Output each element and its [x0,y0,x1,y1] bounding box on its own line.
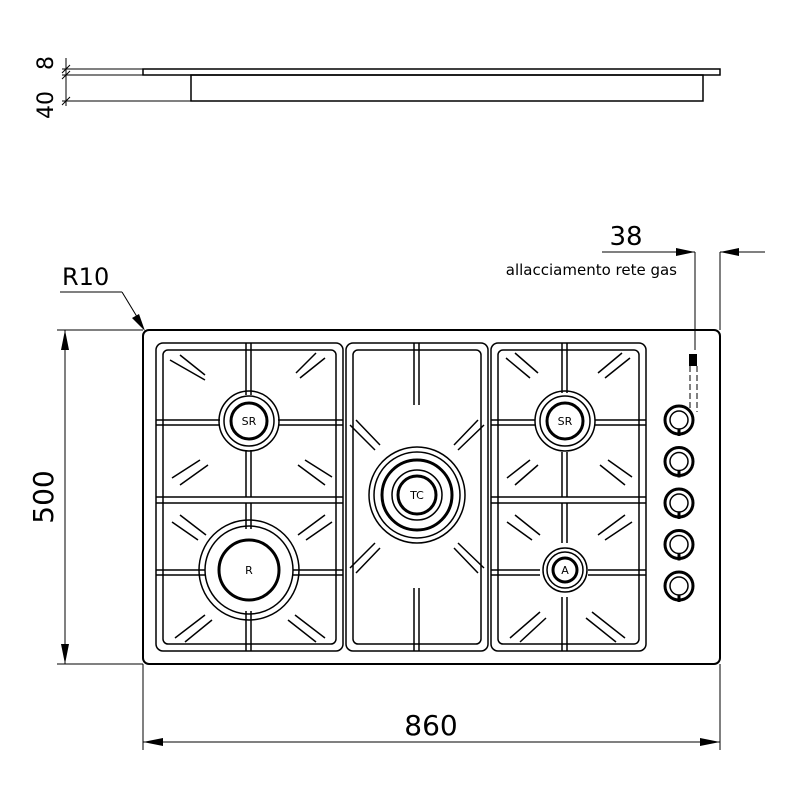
burner-top-left: SR [218,390,280,452]
side-view [142,68,721,102]
gas-connection-label: allacciamento rete gas [506,261,677,279]
burner-label-top-left: SR [242,415,257,428]
burner-label-bottom-right: A [561,564,569,577]
control-knob [663,446,695,478]
control-knobs [663,404,695,602]
dimension-gas-offset: 38 [609,222,642,252]
gas-connection-marker [689,354,698,412]
arrowhead [676,248,695,256]
dimension-width: 860 [404,709,457,742]
control-knob [663,529,695,561]
depth-dimension [57,329,143,665]
control-knob [663,487,695,519]
burner-label-top-right: SR [558,415,573,428]
corner-radius-leader [60,291,143,326]
center-pan-support [345,342,489,652]
dimension-corner-radius: R10 [62,263,109,291]
hob-outline [142,329,721,665]
control-knob [663,404,695,436]
side-top-plate [142,68,721,76]
dimension-depth: 500 [27,470,60,523]
side-body [190,74,704,102]
burner-center: TC [368,446,466,544]
dimension-body-depth: 40 [34,91,59,119]
burner-label-center: TC [409,489,424,502]
burner-label-bottom-left: R [245,564,253,577]
width-dimension [142,664,721,750]
burner-bottom-left: R [198,519,300,621]
arrowhead [700,738,720,746]
arrowhead [720,248,739,256]
burner-bottom-right: A [542,547,588,593]
control-knob [663,570,695,602]
arrowhead [132,314,145,331]
arrowhead [61,644,69,664]
left-pan-support [155,342,344,652]
dimension-top-thickness: 8 [34,56,59,70]
right-pan-support [490,342,647,652]
side-dimension-lines [61,58,191,106]
arrowhead [61,330,69,350]
burner-top-right: SR [534,390,596,452]
arrowhead [143,738,163,746]
